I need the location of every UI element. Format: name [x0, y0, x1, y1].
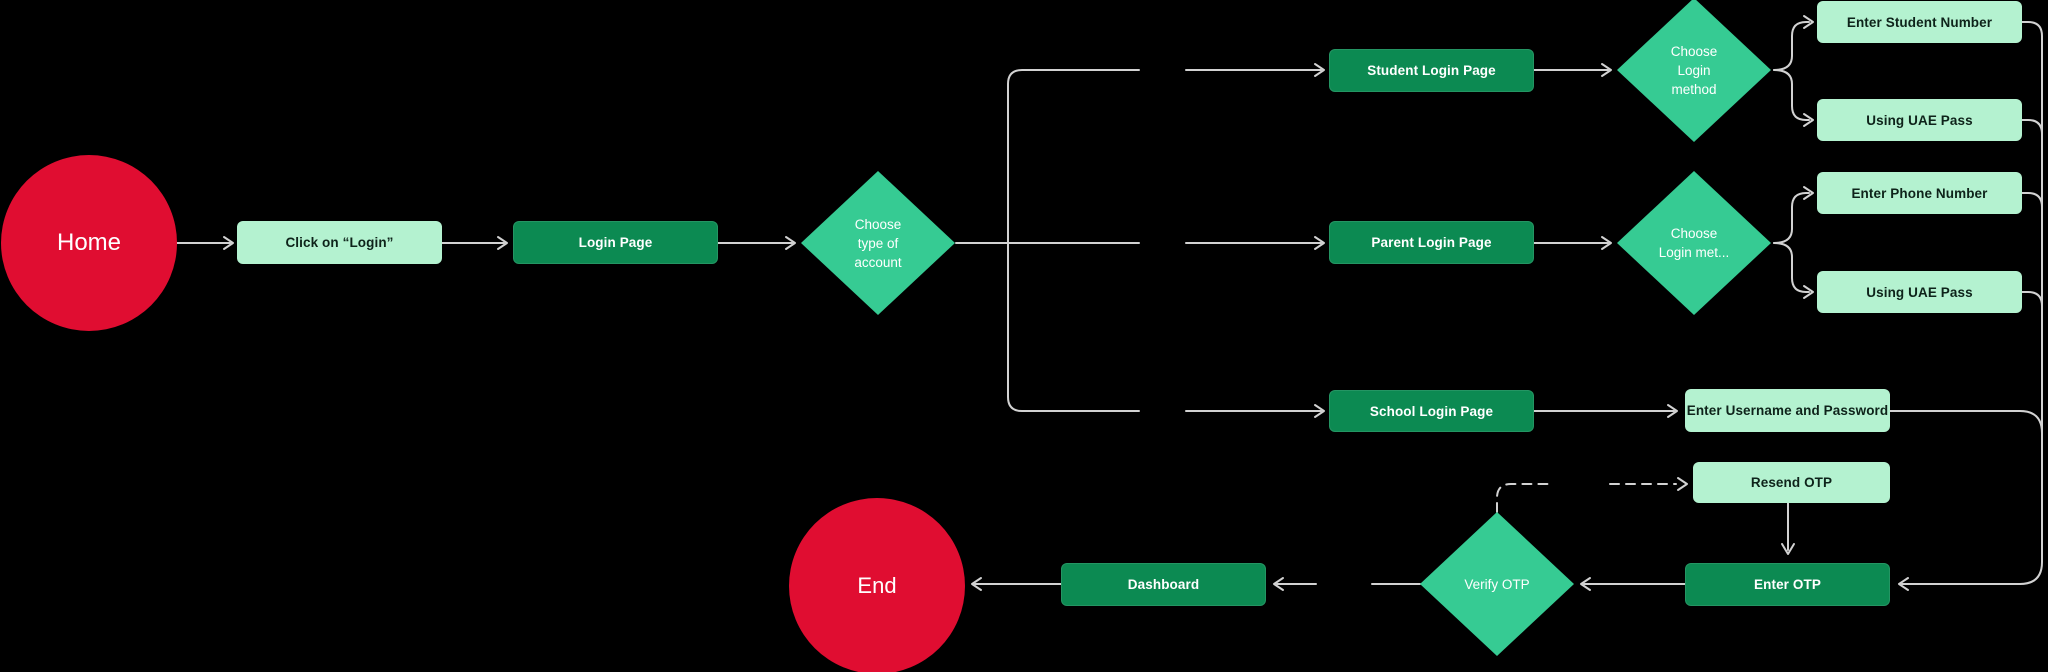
- step-using-uae-pass-student-label: Using UAE Pass: [1866, 112, 1973, 128]
- page-node-parent-login-label: Parent Login Page: [1371, 235, 1492, 250]
- step-using-uae-pass-parent-label: Using UAE Pass: [1866, 284, 1973, 300]
- step-enter-student-number: Enter Student Number: [1817, 1, 2022, 43]
- step-resend-otp-label: Resend OTP: [1750, 475, 1833, 490]
- page-node-dashboard: Dashboard: [1061, 563, 1266, 606]
- page-node-school-login-label: School Login Page: [1369, 403, 1494, 419]
- decision-choose-account-type-label: Choose type of account: [854, 216, 902, 270]
- step-enter-phone-number: Enter Phone Number: [1817, 172, 2022, 214]
- step-enter-student-number-label: Enter Student Number: [1846, 14, 1993, 30]
- decision-choose-login-method-student-label: Choose Login method: [1670, 43, 1718, 97]
- page-node-student-login-label: Student Login Page: [1367, 63, 1496, 78]
- step-using-uae-pass-parent: Using UAE Pass: [1817, 271, 2022, 313]
- page-node-parent-login: Parent Login Page: [1329, 221, 1534, 264]
- page-node-dashboard-label: Dashboard: [1127, 577, 1200, 592]
- page-node-student-login: Student Login Page: [1329, 49, 1534, 92]
- page-node-login-page-label: Login Page: [578, 235, 653, 250]
- start-node-home-label: Home: [56, 229, 122, 256]
- step-enter-phone-number-label: Enter Phone Number: [1851, 185, 1988, 201]
- decision-choose-login-method-parent-label: Choose Login met...: [1658, 226, 1730, 260]
- step-enter-otp: Enter OTP: [1685, 563, 1890, 606]
- step-enter-otp-label: Enter OTP: [1754, 577, 1821, 592]
- end-node-label: End: [857, 573, 897, 598]
- step-using-uae-pass-student: Using UAE Pass: [1817, 99, 2022, 141]
- end-node: End: [789, 498, 965, 672]
- start-node-home: Home: [1, 155, 177, 331]
- step-resend-otp: Resend OTP: [1693, 462, 1890, 503]
- step-enter-username-password: Enter Username and Password: [1685, 389, 1890, 432]
- step-enter-username-password-label: Enter Username and Password: [1686, 403, 1889, 418]
- decision-verify-otp-label: Verify OTP: [1464, 576, 1530, 592]
- page-node-login-page: Login Page: [513, 221, 718, 264]
- step-click-on-login-label: Click on “Login”: [285, 235, 394, 250]
- step-click-on-login: Click on “Login”: [237, 221, 442, 264]
- page-node-school-login: School Login Page: [1329, 390, 1534, 432]
